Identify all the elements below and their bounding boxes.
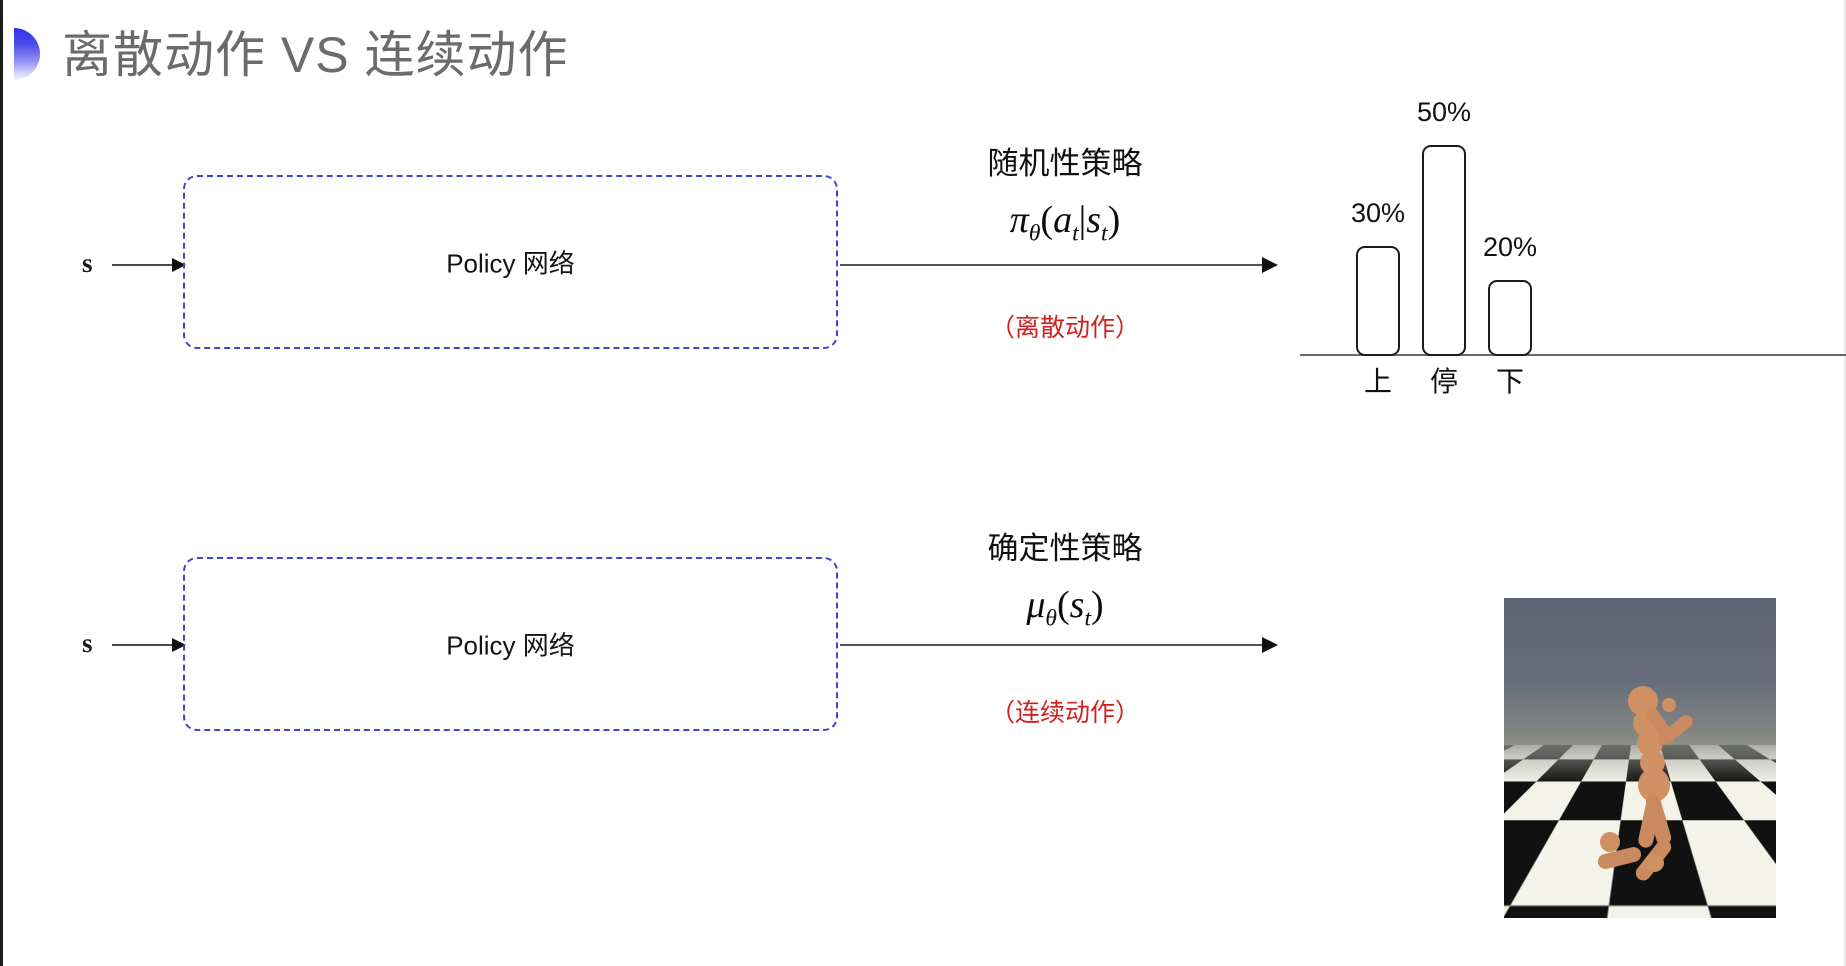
policy-formula-discrete: πθ(at|st) [920,198,1210,248]
policy-network-label-discrete: Policy 网络 [446,248,575,279]
output-arrow-discrete [840,257,1278,273]
humanoid-front-foot [1644,854,1664,872]
policy-network-box-discrete[interactable]: Policy 网络 [183,175,838,349]
bar-1 [1422,145,1466,356]
state-input-label-discrete: s [82,248,93,278]
humanoid-hand [1662,698,1676,712]
formula-paren-close-2: ) [1091,584,1104,626]
formula-paren-open-2: ( [1057,584,1070,626]
bar-value-1: 50% [1416,97,1472,127]
player-right-edge [1844,0,1846,966]
state-input-label-continuous: s [82,628,93,658]
player-left-edge [0,0,3,966]
formula-s-2: s [1069,584,1085,626]
policy-formula-continuous: μθ(st) [920,583,1210,633]
input-arrow-discrete [112,258,186,272]
formula-bar: | [1078,199,1087,241]
bar-2 [1488,280,1532,356]
humanoid-back-foot [1600,832,1620,852]
formula-s-subscript-2: t [1084,605,1091,632]
formula-a: a [1053,199,1073,241]
formula-a-subscript: t [1072,220,1079,247]
action-note-discrete: （离散动作） [989,314,1140,342]
action-note-continuous: （连续动作） [989,699,1140,727]
policy-network-box-continuous[interactable]: Policy 网络 [183,557,838,731]
bar-value-2: 20% [1482,232,1538,262]
bar-category-2: 下 [1495,366,1524,397]
bar-category-0: 上 [1363,366,1392,397]
input-arrow-continuous [112,638,186,652]
policy-network-label-continuous: Policy 网络 [446,630,575,661]
bar-0 [1356,246,1400,356]
formula-paren-close: ) [1107,199,1121,241]
humanoid-simulation-image [1504,598,1776,918]
policy-kind-discrete: 随机性策略 [987,146,1143,181]
output-arrow-continuous [840,637,1278,653]
formula-theta-2: θ [1045,605,1057,632]
formula-s-subscript: t [1101,220,1108,247]
page-title: 离散动作 VS 连续动作 [62,27,569,83]
chart-x-axis [1300,354,1846,356]
formula-theta: θ [1028,220,1041,247]
title-bullet-icon [14,28,40,80]
bar-value-0: 30% [1350,198,1406,228]
policy-kind-continuous: 确定性策略 [987,531,1143,566]
formula-paren-open: ( [1040,199,1054,241]
formula-s: s [1086,199,1102,241]
formula-mu: μ [1026,584,1046,626]
bar-category-1: 停 [1429,366,1458,397]
formula-pi: π [1009,199,1029,241]
action-probability-chart: 30% 上 50% 停 20% 下 [1300,92,1846,402]
